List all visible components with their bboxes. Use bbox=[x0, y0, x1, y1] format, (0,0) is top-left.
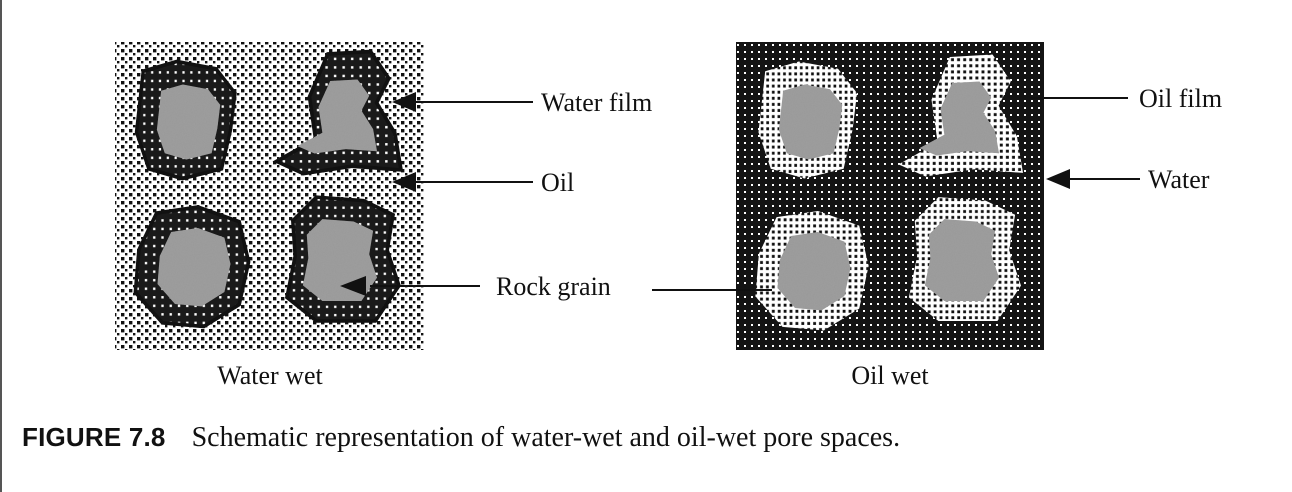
title-oil-wet: Oil wet bbox=[851, 361, 929, 390]
figure-caption: FIGURE 7.8 Schematic representation of wa… bbox=[22, 422, 900, 454]
label-oil: Oil bbox=[541, 168, 574, 197]
label-water: Water bbox=[1148, 165, 1210, 194]
water-wet-panel bbox=[115, 42, 425, 350]
label-oil-film: Oil film bbox=[1139, 84, 1222, 113]
label-water-film: Water film bbox=[541, 88, 652, 117]
water-wet-pointers bbox=[340, 92, 533, 296]
figure-number: FIGURE 7.8 bbox=[22, 422, 166, 452]
page-left-rule bbox=[0, 0, 2, 492]
figure-caption-text: Schematic representation of water-wet an… bbox=[191, 422, 901, 453]
label-rock-grain: Rock grain bbox=[496, 272, 611, 301]
title-water-wet: Water wet bbox=[217, 361, 323, 390]
oil-wet-panel bbox=[736, 42, 1044, 350]
oil-wet-pointers bbox=[652, 97, 1140, 291]
wettability-diagram: Water film Oil Rock grain Water wet Oil … bbox=[115, 42, 1222, 390]
